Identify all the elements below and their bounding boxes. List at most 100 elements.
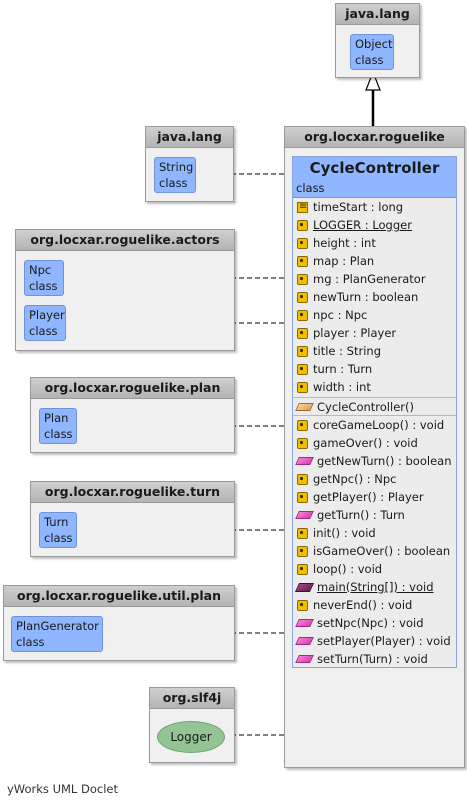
method-row-text: getNpc() : Npc (313, 472, 397, 486)
private-field-icon (297, 327, 308, 339)
method-row[interactable]: setPlayer(Player) : void (293, 632, 456, 650)
field-row-text: width : int (313, 380, 371, 394)
constructor-row-text: CycleController() (317, 400, 414, 414)
class-player[interactable]: Player class (24, 305, 66, 341)
method-row[interactable]: main(String[]) : void (293, 578, 456, 596)
class-turn[interactable]: Turn class (39, 512, 77, 548)
private-method-icon (297, 437, 308, 449)
field-row[interactable]: title : String (293, 342, 456, 360)
package-java-lang-left: java.lang String class (145, 126, 234, 202)
private-field-icon (297, 291, 308, 303)
method-row-text: getNewTurn() : boolean (317, 454, 452, 468)
private-method-icon (297, 563, 308, 575)
private-method-icon (297, 419, 308, 431)
class-stereotype: class (29, 324, 58, 338)
field-row-text: height : int (313, 236, 376, 250)
private-field-icon (297, 309, 308, 321)
section-divider (293, 397, 456, 398)
method-row[interactable]: isGameOver() : boolean (293, 542, 456, 560)
class-name: Object (355, 37, 393, 51)
field-row[interactable]: timeStart : long (293, 198, 456, 216)
package-title: org.locxar.roguelike (285, 127, 464, 148)
package-title: org.locxar.roguelike.util.plan (4, 586, 234, 607)
public-method-icon (295, 511, 314, 519)
private-method-icon (297, 599, 308, 611)
public-method-icon (295, 457, 314, 465)
public-method-icon (295, 637, 314, 645)
method-row-text: getTurn() : Turn (317, 508, 405, 522)
method-row[interactable]: gameOver() : void (293, 434, 456, 452)
field-row-text: map : Plan (313, 254, 375, 268)
field-row[interactable]: player : Player (293, 324, 456, 342)
method-row[interactable]: getNewTurn() : boolean (293, 452, 456, 470)
class-plangenerator[interactable]: PlanGenerator class (11, 616, 103, 652)
method-row[interactable]: loop() : void (293, 560, 456, 578)
class-name: Player (29, 308, 65, 322)
field-row[interactable]: mg : PlanGenerator (293, 270, 456, 288)
constructor-row[interactable]: CycleController() (293, 398, 456, 416)
method-row[interactable]: setTurn(Turn) : void (293, 650, 456, 668)
field-row-text: mg : PlanGenerator (313, 272, 426, 286)
private-field-icon (297, 345, 308, 357)
private-field-icon (297, 381, 308, 393)
class-stereotype: class (16, 635, 45, 649)
public-method-icon (295, 655, 314, 663)
method-row[interactable]: coreGameLoop() : void (293, 416, 456, 434)
interface-logger[interactable]: Logger (157, 721, 225, 753)
package-title: org.locxar.roguelike.plan (31, 378, 234, 399)
class-name: CycleController (309, 159, 440, 177)
method-row[interactable]: getTurn() : Turn (293, 506, 456, 524)
class-string[interactable]: String class (154, 157, 196, 193)
package-title: org.locxar.roguelike.actors (16, 230, 234, 251)
field-row[interactable]: turn : Turn (293, 360, 456, 378)
public-method-icon (295, 619, 314, 627)
class-header: CycleController class (293, 157, 456, 198)
private-field-icon (297, 273, 308, 285)
private-field-icon (297, 255, 308, 267)
field-row[interactable]: height : int (293, 234, 456, 252)
field-row[interactable]: newTurn : boolean (293, 288, 456, 306)
private-method-icon (297, 491, 308, 503)
private-method-icon (297, 473, 308, 485)
class-npc[interactable]: Npc class (24, 260, 64, 296)
method-row-text: init() : void (313, 526, 376, 540)
class-cyclecontroller[interactable]: CycleController class timeStart : longLO… (292, 156, 457, 668)
method-row-text: main(String[]) : void (317, 580, 434, 594)
field-row[interactable]: width : int (293, 378, 456, 396)
constructor-list: CycleController() (293, 398, 456, 416)
class-name: Plan (44, 411, 69, 425)
class-stereotype: class (29, 279, 58, 293)
method-row[interactable]: neverEnd() : void (293, 596, 456, 614)
method-row[interactable]: getPlayer() : Player (293, 488, 456, 506)
generalization-arrowhead (365, 70, 381, 91)
method-row[interactable]: init() : void (293, 524, 456, 542)
method-row-text: setNpc(Npc) : void (317, 616, 424, 630)
class-stereotype: class (44, 531, 73, 545)
private-method-icon (297, 545, 308, 557)
class-stereotype: class (296, 181, 325, 195)
package-turn: org.locxar.roguelike.turn Turn class (30, 481, 235, 557)
method-row-text: neverEnd() : void (313, 598, 413, 612)
class-plan[interactable]: Plan class (39, 408, 77, 444)
field-row[interactable]: LOGGER : Logger (293, 216, 456, 234)
package-actors: org.locxar.roguelike.actors Npc class Pl… (15, 229, 235, 351)
package-util-plan: org.locxar.roguelike.util.plan PlanGener… (3, 585, 235, 661)
field-row-text: player : Player (313, 326, 397, 340)
field-row-text: newTurn : boolean (313, 290, 419, 304)
field-row-text: LOGGER : Logger (313, 218, 412, 232)
class-name: PlanGenerator (16, 619, 99, 633)
field-row[interactable]: npc : Npc (293, 306, 456, 324)
class-object[interactable]: Object class (350, 34, 394, 70)
class-name: Npc (29, 263, 52, 277)
package-title: java.lang (336, 4, 419, 25)
section-divider (293, 415, 456, 416)
method-row[interactable]: setNpc(Npc) : void (293, 614, 456, 632)
field-row-text: timeStart : long (313, 200, 404, 214)
package-title: java.lang (146, 127, 233, 148)
package-title: org.locxar.roguelike.turn (31, 482, 234, 503)
field-row[interactable]: map : Plan (293, 252, 456, 270)
constructor-icon (295, 403, 314, 411)
method-row[interactable]: getNpc() : Npc (293, 470, 456, 488)
